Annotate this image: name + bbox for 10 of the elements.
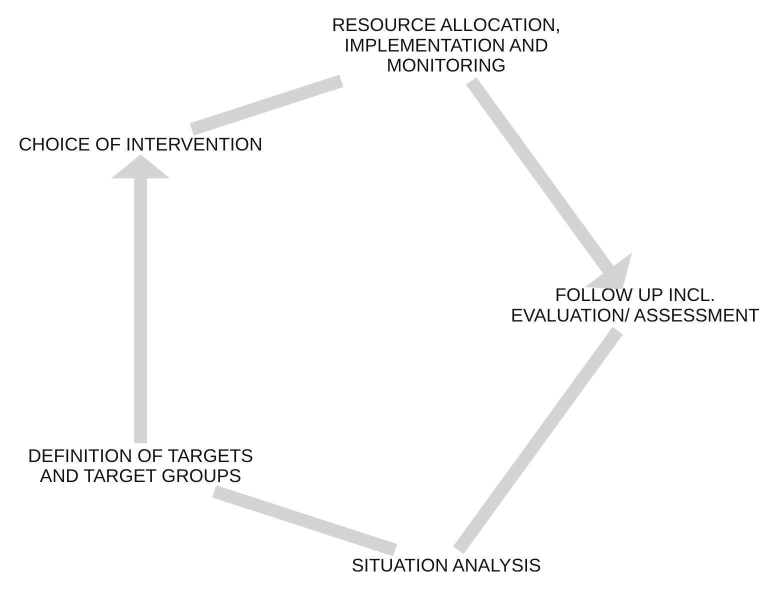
node-text: CHOICE OF INTERVENTION	[18, 133, 263, 154]
connector	[453, 326, 623, 554]
node-text: FOLLOW UP INCL. EVALUATION/ ASSESSMENT	[510, 284, 760, 325]
arrow	[466, 76, 632, 289]
node-text: DEFINITION OF TARGETS AND TARGET GROUPS	[28, 444, 254, 486]
arrow	[111, 154, 170, 443]
node-text: SITUATION ANALYSIS	[352, 554, 541, 575]
connector	[190, 74, 344, 136]
node-text: RESOURCE ALLOCATION, IMPLEMENTATION AND MONITORING	[332, 14, 561, 76]
connector	[212, 484, 398, 556]
